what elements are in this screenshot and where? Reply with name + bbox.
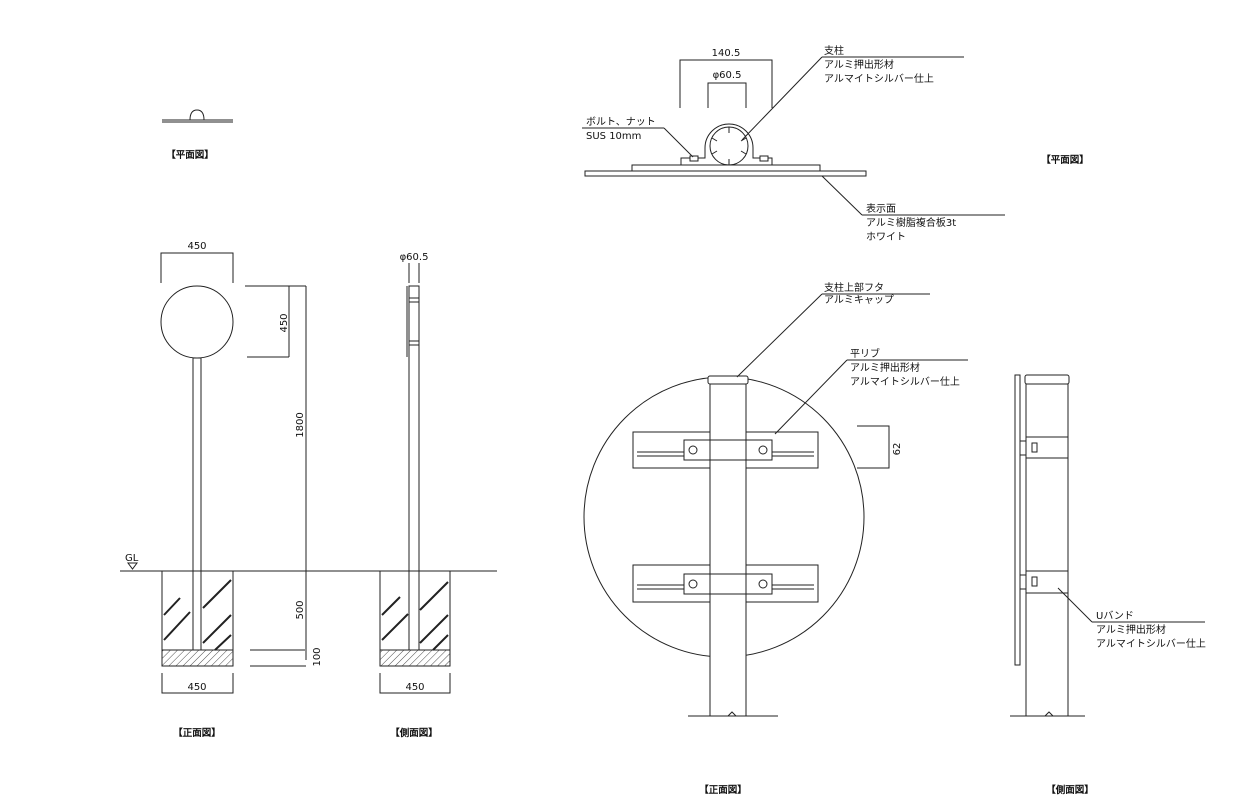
view-label-detail-front: 【正面図】 xyxy=(699,784,747,796)
view-label-overall-front: 【正面図】 xyxy=(173,727,221,739)
callout-face-0: 表示面 xyxy=(866,202,896,215)
detail-side-view: Uバンド アルミ押出形材 アルマイトシルバー仕上 【側面図】 xyxy=(1010,374,1206,796)
callout-pole-1: アルミ押出形材 xyxy=(824,58,894,71)
dim-rib-spacing: 62 xyxy=(892,443,903,456)
sign-face xyxy=(160,285,234,359)
callout-bolt-1: SUS 10mm xyxy=(586,131,641,142)
detail-front-view: 62 支柱上部フタ アルミキャップ 平リブ アルミ押出形材 アルマイトシルバー仕… xyxy=(583,281,968,796)
dim-total-height: 1800 xyxy=(295,412,306,437)
callout-bolt-0: ボルト、ナット xyxy=(586,116,656,128)
ground-label: GL xyxy=(125,553,139,564)
dim-foundation-width-side: 450 xyxy=(405,682,424,693)
callout-rib-1: アルミ押出形材 xyxy=(850,361,920,374)
display-face-plate xyxy=(584,170,867,177)
view-label-detail-side: 【側面図】 xyxy=(1046,784,1094,796)
dim-foundation-width-front: 450 xyxy=(187,682,206,693)
view-label-detail-plan: 【平面図】 xyxy=(1041,154,1089,166)
overall-front-view: 450 450 1800 500 100 GL 450 【正面図】 xyxy=(120,241,497,739)
detail-plan-view: 140.5 φ60.5 ボルト、ナット SUS 10mm 支柱 アルミ押出形材 … xyxy=(582,44,1089,243)
overall-side-view: φ60.5 450 【側面図】 xyxy=(379,252,451,739)
callout-rib-2: アルマイトシルバー仕上 xyxy=(850,375,960,388)
dim-sign-height: 450 xyxy=(279,313,290,332)
dim-pole-diameter-side: φ60.5 xyxy=(400,252,429,263)
dim-pole-diameter-plan: φ60.5 xyxy=(713,70,742,81)
dim-sign-width: 450 xyxy=(187,241,206,252)
pole-detail xyxy=(709,383,747,717)
sign-plate-side xyxy=(1014,374,1021,666)
callout-face-1: アルミ樹脂複合板3t xyxy=(866,216,956,229)
callout-face-2: ホワイト xyxy=(866,231,906,243)
callout-cap-1: アルミキャップ xyxy=(824,294,894,306)
dim-clamp-width: 140.5 xyxy=(712,48,741,59)
view-label-overall-side: 【側面図】 xyxy=(390,727,438,739)
callout-uband-2: アルマイトシルバー仕上 xyxy=(1096,637,1206,650)
pole-cap xyxy=(707,375,749,385)
callout-uband-0: Uバンド xyxy=(1096,610,1134,622)
callout-uband-1: アルミ押出形材 xyxy=(1096,623,1166,636)
callout-rib-0: 平リブ xyxy=(850,347,880,360)
overall-plan-view: 【平面図】 xyxy=(162,109,233,161)
pole-side-detail xyxy=(1025,383,1069,717)
dim-base-thickness: 100 xyxy=(312,647,323,666)
callout-cap-0: 支柱上部フタ xyxy=(824,281,884,294)
callout-pole-2: アルマイトシルバー仕上 xyxy=(824,72,934,85)
pole xyxy=(192,357,202,651)
dim-embed-depth: 500 xyxy=(295,600,306,619)
callout-pole-0: 支柱 xyxy=(824,44,844,57)
view-label-overall-plan: 【平面図】 xyxy=(166,149,214,161)
